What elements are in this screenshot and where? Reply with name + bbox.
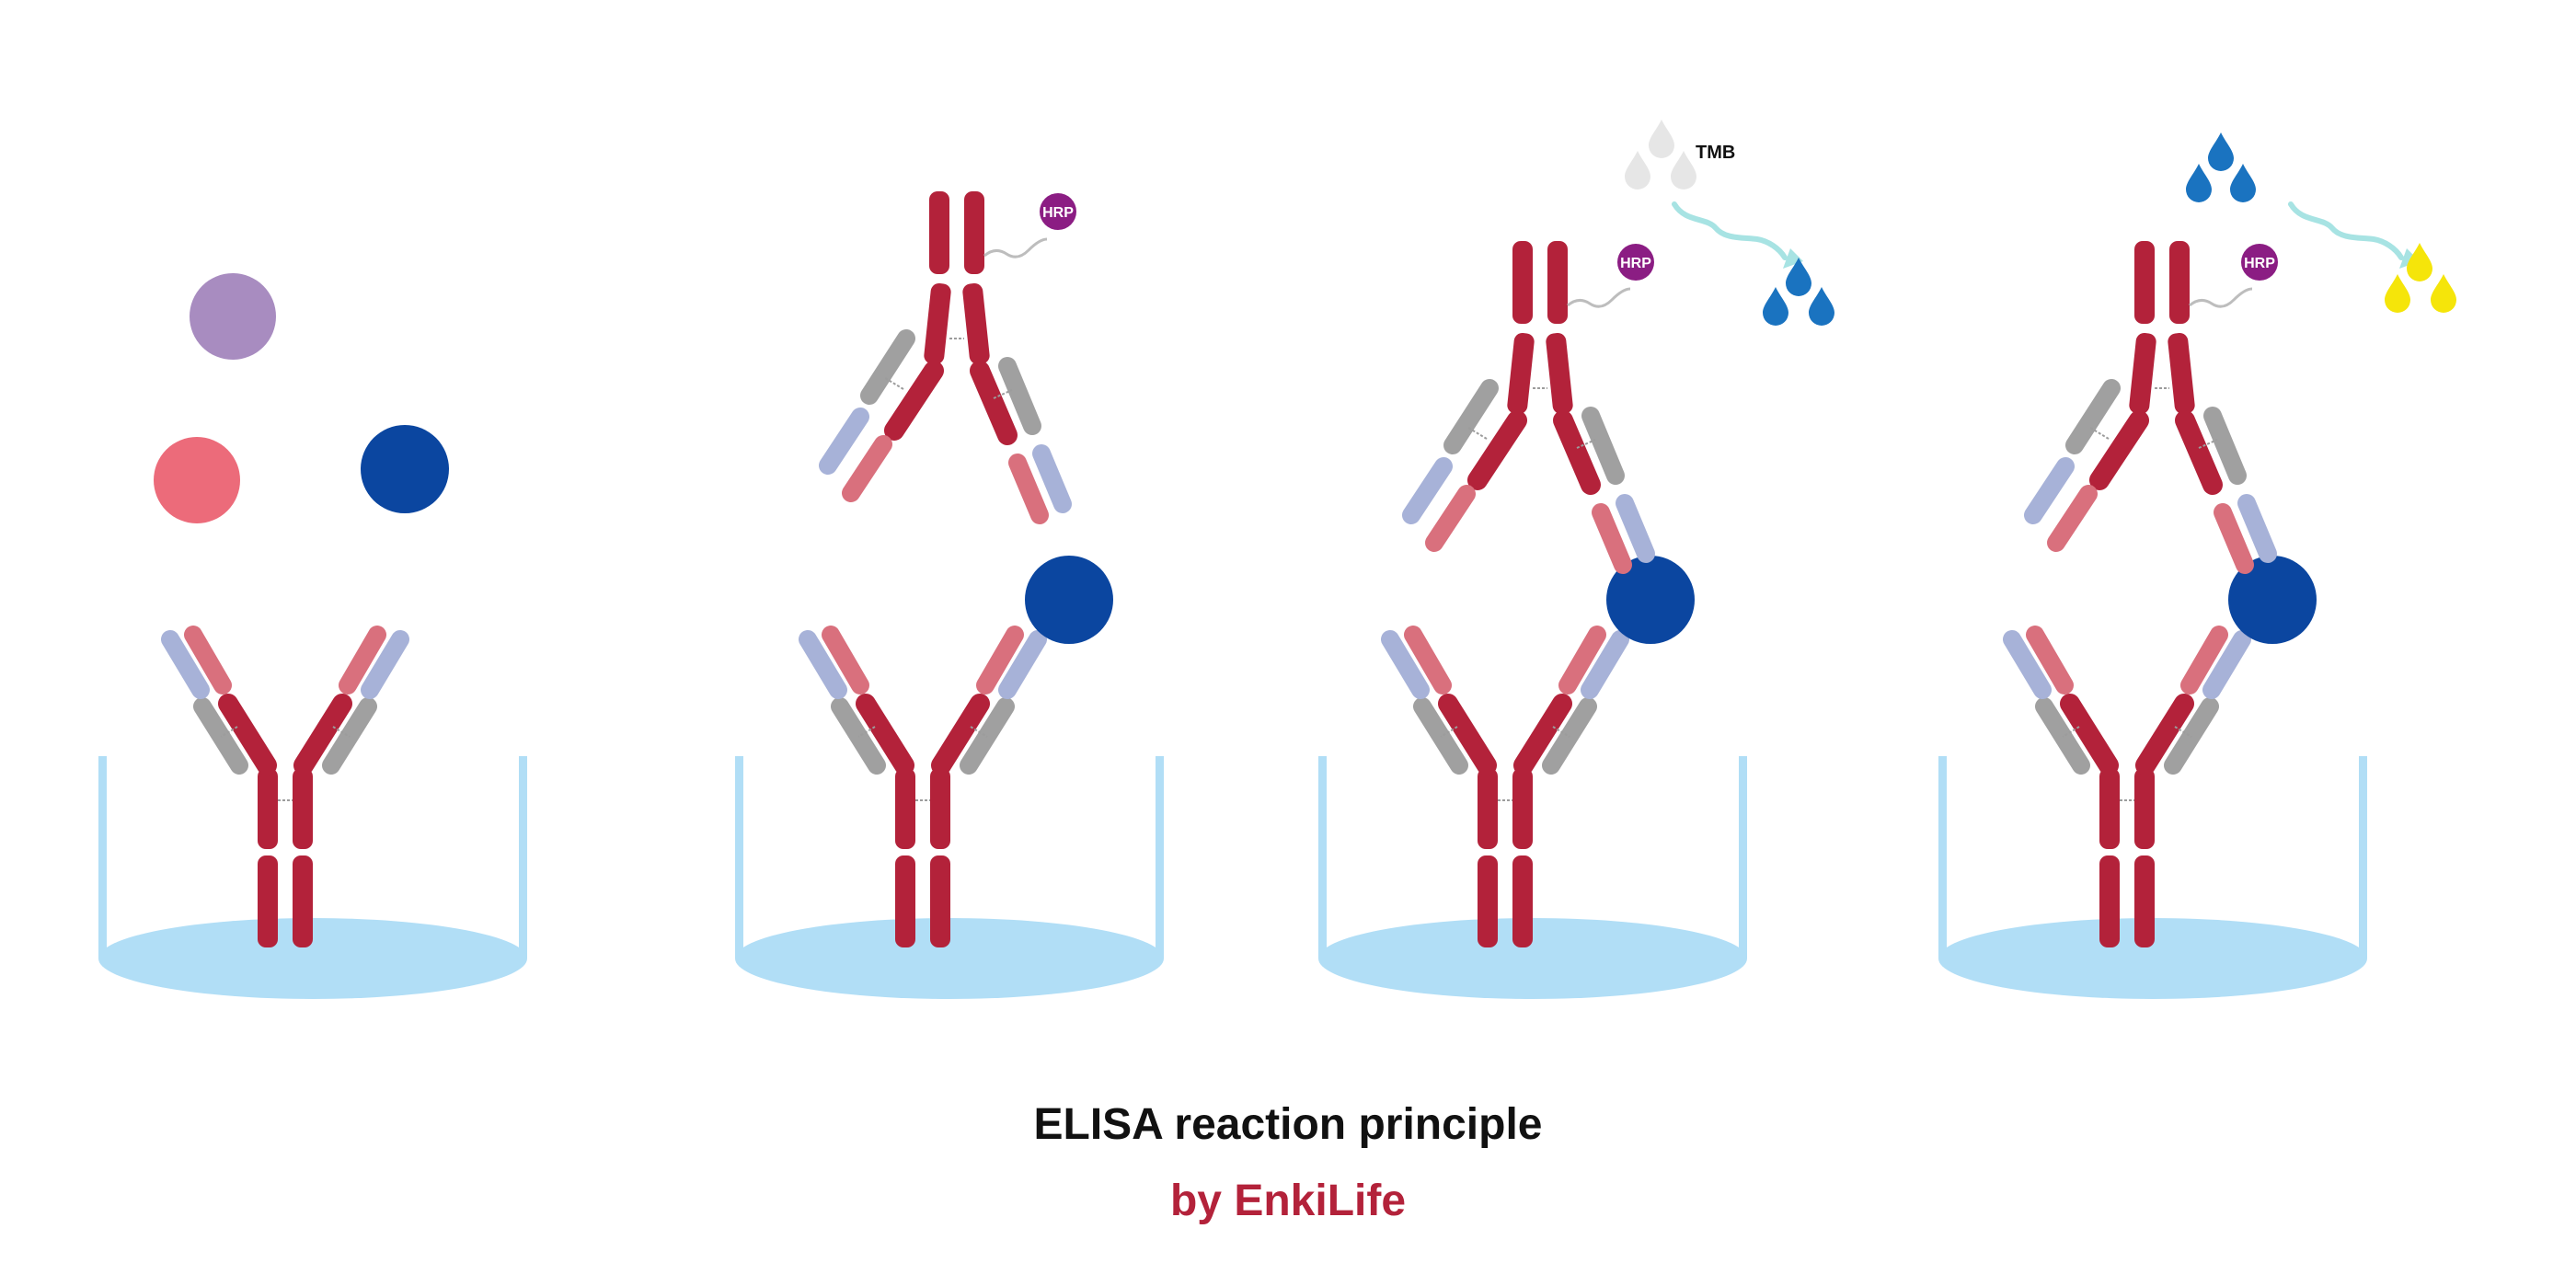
capture-antibody-1 <box>170 635 400 947</box>
hrp-label-2: HRP <box>1042 205 1074 221</box>
detection-antibody-4 <box>2033 241 2268 565</box>
hrp-label-4: HRP <box>2244 256 2275 271</box>
hrp-enzyme-3 <box>1617 244 1654 281</box>
panel-3: HRP TMB <box>1318 120 1834 999</box>
detection-antibody-2 <box>828 191 1063 515</box>
hrp-enzyme-2 <box>1040 193 1076 230</box>
bound-antigen-3 <box>1606 556 1695 644</box>
antigen-pink <box>154 437 240 523</box>
diagram-title: ELISA reaction principle <box>1033 1100 1543 1149</box>
reaction-arrow-3 <box>1674 204 1803 269</box>
reaction-arrow-4 <box>2291 204 2420 269</box>
hrp-enzyme-4 <box>2241 244 2278 281</box>
tmb-label: TMB <box>1696 143 1735 163</box>
panel-1 <box>98 273 527 999</box>
panel-2: HRP <box>735 191 1164 999</box>
tmb-drops <box>1625 120 1696 189</box>
detection-antibody-3 <box>1411 241 1646 565</box>
antigen-target-blue <box>361 425 449 513</box>
credit-line: by EnkiLife <box>1169 1177 1407 1225</box>
bound-antigen-2 <box>1025 556 1113 644</box>
hrp-label-3: HRP <box>1620 256 1651 271</box>
capture-antibody-2 <box>808 635 1038 947</box>
capture-antibody-3 <box>1390 635 1620 947</box>
oxidized-tmb-drops <box>1763 258 1834 326</box>
capture-antibody-4 <box>2012 635 2242 947</box>
panel-4: HRP <box>1938 132 2456 999</box>
blue-substrate-drops <box>2186 132 2256 202</box>
bound-antigen-4 <box>2228 556 2317 644</box>
antigen-purple <box>190 273 276 360</box>
